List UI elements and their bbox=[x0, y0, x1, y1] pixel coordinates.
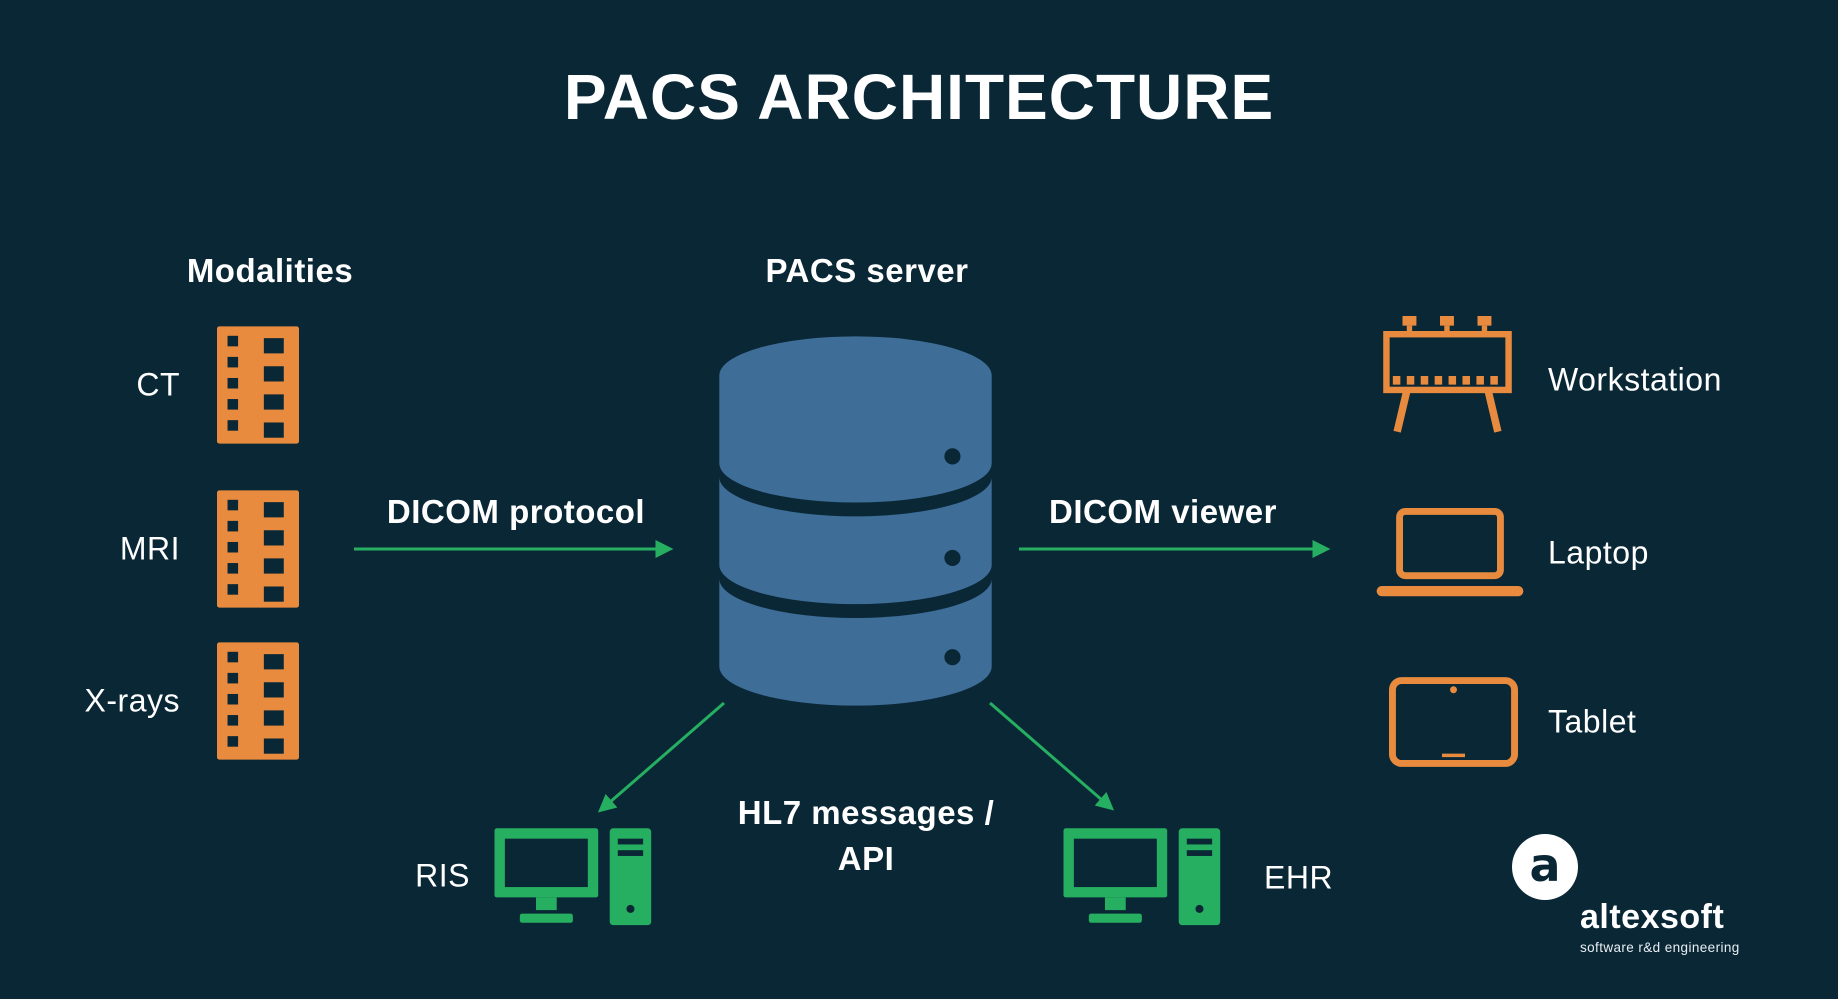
arrow-to-ris bbox=[597, 701, 725, 813]
modality-label-mri: MRI bbox=[119, 530, 180, 567]
arrow-dicom-viewer bbox=[1019, 540, 1331, 558]
modality-label-ct: CT bbox=[136, 366, 180, 403]
viewer-label-workstation: Workstation bbox=[1548, 361, 1722, 398]
modality-label-xrays: X-rays bbox=[84, 682, 180, 719]
logo-tagline-text: software r&d engineering bbox=[1580, 940, 1740, 955]
desktop-computer-icon bbox=[494, 828, 652, 926]
ris-label: RIS bbox=[415, 857, 470, 894]
laptop-icon bbox=[1376, 508, 1524, 597]
page-title: PACS ARCHITECTURE bbox=[563, 61, 1275, 133]
pacs-server-heading: PACS server bbox=[765, 252, 969, 289]
hl7-api-label: HL7 messages / API bbox=[738, 790, 994, 882]
viewer-label-laptop: Laptop bbox=[1548, 534, 1649, 571]
film-strip-icon bbox=[217, 642, 299, 760]
hl7-label-line1: HL7 messages / bbox=[737, 793, 995, 831]
arrow-dicom-protocol bbox=[354, 540, 674, 558]
viewer-label-tablet: Tablet bbox=[1548, 703, 1637, 740]
dicom-protocol-label: DICOM protocol bbox=[386, 493, 646, 530]
workstation-icon bbox=[1383, 316, 1512, 433]
arrow-to-ehr bbox=[989, 701, 1115, 811]
hl7-label-line2: API bbox=[837, 840, 895, 877]
film-strip-icon bbox=[217, 490, 299, 608]
modalities-heading: Modalities bbox=[186, 252, 354, 289]
database-icon bbox=[719, 336, 992, 706]
logo-mark-letter: a bbox=[1529, 838, 1561, 892]
desktop-computer-icon bbox=[1063, 828, 1221, 926]
ehr-label: EHR bbox=[1264, 859, 1334, 896]
dicom-viewer-label: DICOM viewer bbox=[1049, 493, 1277, 530]
tablet-icon bbox=[1389, 677, 1518, 767]
film-strip-icon bbox=[217, 326, 299, 444]
logo-brand-text: altexsoft bbox=[1580, 898, 1725, 936]
altexsoft-logo-icon: a bbox=[1512, 834, 1578, 900]
